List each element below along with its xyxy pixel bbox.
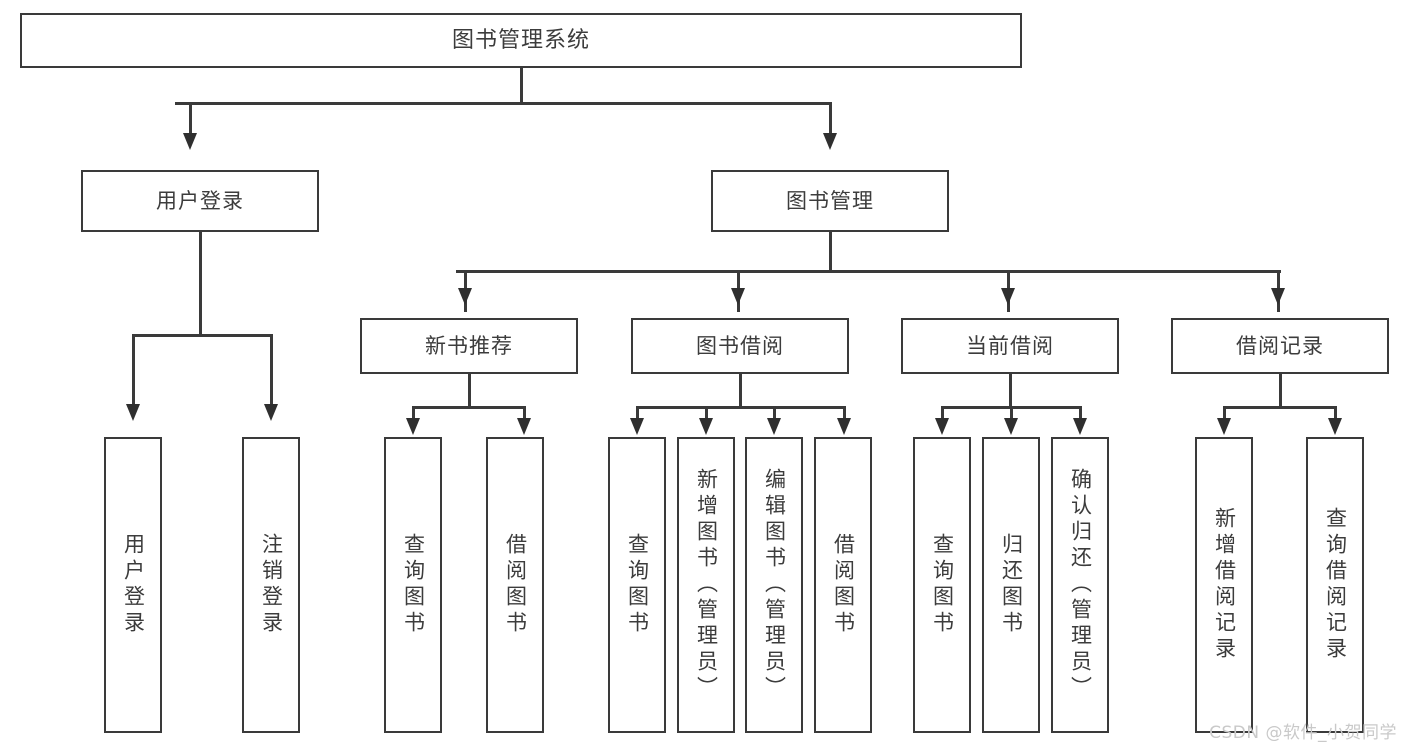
connector-bookmgmt-stem xyxy=(829,232,832,272)
connector-borrowrecord-drop-2 xyxy=(1334,406,1337,422)
connector-bookborrow-stem xyxy=(739,374,742,408)
leaf-borrow-book-newbook[interactable]: 借阅图书 xyxy=(486,437,544,733)
node-label: 新增图书（管理员） xyxy=(694,468,719,702)
node-borrow-record[interactable]: 借阅记录 xyxy=(1171,318,1389,374)
leaf-add-borrow-record[interactable]: 新增借阅记录 xyxy=(1195,437,1253,733)
node-label: 图书管理 xyxy=(786,188,874,213)
connector-currentborrow-drop-2 xyxy=(1010,406,1013,422)
node-label: 查询借阅记录 xyxy=(1323,507,1348,663)
connector-level2-drop-1 xyxy=(189,102,192,135)
node-label: 用户登录 xyxy=(156,188,244,213)
connector-userlogin-bus xyxy=(133,334,272,337)
node-label: 图书借阅 xyxy=(696,333,784,358)
node-label: 编辑图书（管理员） xyxy=(762,468,787,702)
arrow-newbook-1 xyxy=(406,418,420,435)
connector-userlogin-drop-1 xyxy=(132,334,135,406)
arrow-bookborrow-4 xyxy=(837,418,851,435)
connector-currentborrow-drop-1 xyxy=(941,406,944,422)
csdn-watermark: CSDN @软件_小贺同学 xyxy=(1209,723,1397,743)
leaf-borrow-book[interactable]: 借阅图书 xyxy=(814,437,872,733)
arrow-level3-2 xyxy=(731,288,745,305)
node-label: 图书管理系统 xyxy=(451,27,590,53)
arrow-borrowrecord-2 xyxy=(1328,418,1342,435)
node-user-login[interactable]: 用户登录 xyxy=(81,170,319,232)
arrow-level2-2 xyxy=(823,133,837,150)
connector-bookborrow-drop-2 xyxy=(705,406,708,422)
leaf-logout[interactable]: 注销登录 xyxy=(242,437,300,733)
connector-bookborrow-drop-4 xyxy=(843,406,846,422)
connector-bookborrow-drop-3 xyxy=(773,406,776,422)
leaf-return-book[interactable]: 归还图书 xyxy=(982,437,1040,733)
connector-root-stem xyxy=(520,68,523,104)
arrow-borrowrecord-1 xyxy=(1217,418,1231,435)
connector-borrowrecord-stem xyxy=(1279,374,1282,408)
arrow-currentborrow-1 xyxy=(935,418,949,435)
arrow-level2-1 xyxy=(183,133,197,150)
leaf-user-login[interactable]: 用户登录 xyxy=(104,437,162,733)
connector-bookborrow-bus xyxy=(637,406,845,409)
arrow-level3-3 xyxy=(1001,288,1015,305)
node-label: 新书推荐 xyxy=(425,333,513,358)
node-label: 用户登录 xyxy=(121,533,146,637)
arrow-userlogin-1 xyxy=(126,404,140,421)
connector-level3-bus xyxy=(456,270,1281,273)
leaf-query-borrow-record[interactable]: 查询借阅记录 xyxy=(1306,437,1364,733)
leaf-edit-book-admin[interactable]: 编辑图书（管理员） xyxy=(745,437,803,733)
arrow-currentborrow-3 xyxy=(1073,418,1087,435)
connector-newbook-drop-2 xyxy=(523,406,526,422)
arrow-userlogin-2 xyxy=(264,404,278,421)
arrow-bookborrow-3 xyxy=(767,418,781,435)
connector-userlogin-drop-2 xyxy=(270,334,273,406)
node-label: 查询图书 xyxy=(625,533,650,637)
node-book-management[interactable]: 图书管理 xyxy=(711,170,949,232)
node-label: 归还图书 xyxy=(999,533,1024,637)
node-root-system[interactable]: 图书管理系统 xyxy=(20,13,1022,68)
node-label: 新增借阅记录 xyxy=(1212,507,1237,663)
leaf-query-book-newbook[interactable]: 查询图书 xyxy=(384,437,442,733)
node-label: 查询图书 xyxy=(401,533,426,637)
arrow-currentborrow-2 xyxy=(1004,418,1018,435)
connector-newbook-drop-1 xyxy=(412,406,415,422)
node-label: 当前借阅 xyxy=(966,333,1054,358)
arrow-level3-1 xyxy=(458,288,472,305)
node-label: 借阅图书 xyxy=(503,533,528,637)
node-label: 确认归还（管理员） xyxy=(1068,468,1093,702)
connector-currentborrow-drop-3 xyxy=(1079,406,1082,422)
connector-newbook-stem xyxy=(468,374,471,408)
connector-currentborrow-stem xyxy=(1009,374,1012,408)
arrow-bookborrow-2 xyxy=(699,418,713,435)
arrow-level3-4 xyxy=(1271,288,1285,305)
node-new-book-recommend[interactable]: 新书推荐 xyxy=(360,318,578,374)
node-book-borrow[interactable]: 图书借阅 xyxy=(631,318,849,374)
node-label: 借阅记录 xyxy=(1236,333,1324,358)
connector-bookborrow-drop-1 xyxy=(636,406,639,422)
node-label: 注销登录 xyxy=(259,533,284,637)
leaf-add-book-admin[interactable]: 新增图书（管理员） xyxy=(677,437,735,733)
connector-userlogin-stem xyxy=(199,232,202,336)
connector-newbook-bus xyxy=(413,406,525,409)
connector-level2-drop-2 xyxy=(829,102,832,135)
leaf-query-book-current[interactable]: 查询图书 xyxy=(913,437,971,733)
leaf-query-book-borrow[interactable]: 查询图书 xyxy=(608,437,666,733)
node-label: 查询图书 xyxy=(930,533,955,637)
connector-borrowrecord-bus xyxy=(1224,406,1336,409)
connector-borrowrecord-drop-1 xyxy=(1223,406,1226,422)
node-label: 借阅图书 xyxy=(831,533,856,637)
leaf-confirm-return-admin[interactable]: 确认归还（管理员） xyxy=(1051,437,1109,733)
connector-level2-bus xyxy=(175,102,832,105)
arrow-bookborrow-1 xyxy=(630,418,644,435)
arrow-newbook-2 xyxy=(517,418,531,435)
node-current-borrow[interactable]: 当前借阅 xyxy=(901,318,1119,374)
